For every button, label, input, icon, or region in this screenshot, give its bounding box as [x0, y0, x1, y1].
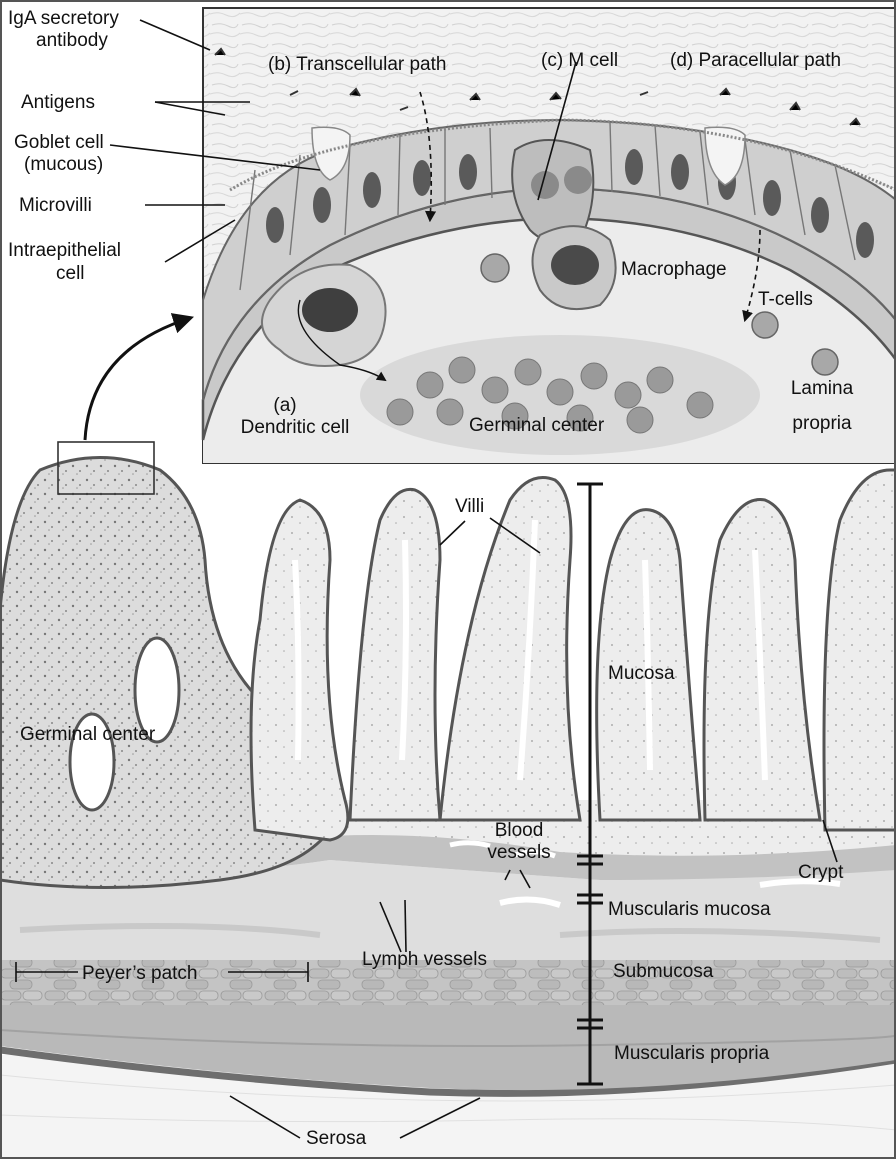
- label-iga-line2: antibody: [36, 30, 108, 51]
- label-muscularis-propria: Muscularis propria: [614, 1043, 770, 1064]
- label-goblet-line2: (mucous): [24, 154, 103, 175]
- label-antigens: Antigens: [21, 92, 95, 113]
- label-goblet-line1: Goblet cell: [14, 132, 104, 153]
- label-intraepithelial-line1: Intraepithelial: [8, 240, 121, 261]
- label-blood-line1: Blood: [495, 820, 544, 841]
- label-peyers-patch: Peyer’s patch: [82, 963, 197, 984]
- label-dendritic-line2: Dendritic cell: [241, 417, 350, 438]
- label-dendritic-line1: (a): [273, 395, 296, 416]
- label-germinal-inset: Germinal center: [469, 415, 605, 436]
- label-t-cells: T-cells: [758, 289, 813, 310]
- t-cell: [481, 254, 509, 282]
- label-lamina-line1: Lamina: [791, 378, 854, 399]
- label-lymph-vessels: Lymph vessels: [362, 949, 487, 970]
- label-muscularis-mucosa: Muscularis mucosa: [608, 899, 771, 920]
- label-crypt: Crypt: [798, 862, 844, 883]
- label-germinal-main: Germinal center: [20, 724, 156, 745]
- label-intraepithelial-line2: cell: [56, 263, 85, 284]
- label-microvilli: Microvilli: [19, 195, 92, 216]
- label-lamina-line2: propria: [792, 413, 852, 434]
- label-villi: Villi: [455, 496, 484, 517]
- label-m-cell: (c) M cell: [541, 50, 618, 71]
- label-transcellular: (b) Transcellular path: [268, 54, 446, 75]
- label-blood-line2: vessels: [487, 842, 550, 863]
- t-cell: [752, 312, 778, 338]
- t-cell: [812, 349, 838, 375]
- label-iga-line1: IgA secretory: [8, 8, 119, 29]
- label-mucosa: Mucosa: [608, 663, 675, 684]
- label-macrophage: Macrophage: [621, 259, 727, 280]
- label-serosa: Serosa: [306, 1128, 367, 1149]
- label-paracellular: (d) Paracellular path: [670, 50, 841, 71]
- label-submucosa: Submucosa: [613, 961, 714, 982]
- magnification-arrow: [85, 318, 190, 440]
